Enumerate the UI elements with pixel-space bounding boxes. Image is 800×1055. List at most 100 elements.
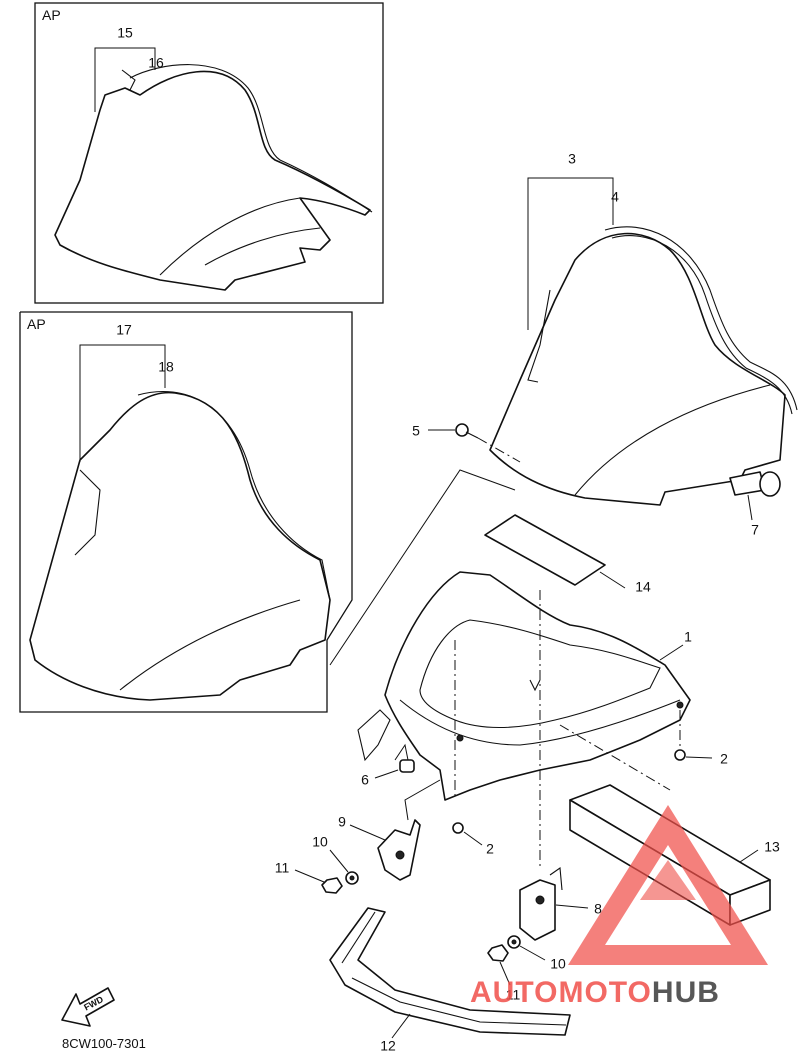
callout-3: 3 [568,151,576,167]
screw-5: 5 [412,423,521,463]
leader-12 [391,1013,411,1039]
cowl-1-hole-left [456,734,464,742]
seal-12-edge [341,911,376,964]
windshield-inset-crease [159,197,301,276]
inset-ap-windshield-17: AP 17 18 [19,311,353,713]
inset-frame-2 [19,311,353,713]
callout-18: 18 [158,359,174,375]
watermark-hub: HUB [652,976,720,1009]
cowl-1-tab [529,679,541,692]
pad-14-body [484,514,606,586]
callout-2-center: 2 [486,841,494,857]
leader-13 [739,849,759,863]
axis-to-13 [559,724,671,791]
bracket-8-tab [549,867,563,891]
callout-17: 17 [116,322,132,338]
inset-ap-windshield-15: AP 15 16 [34,2,384,304]
bracket-3 [527,177,614,330]
callout-7: 7 [751,522,759,538]
leader-2-center [463,831,483,846]
bracket-9-hole [395,850,405,860]
callout-10-left: 10 [312,834,328,850]
leader-2-right [685,756,713,759]
callout-4: 4 [611,189,619,205]
callout-16: 16 [148,55,164,71]
watermark-auto: AUTO [470,976,558,1009]
leader-9 [349,824,386,841]
windshield-inset-trim [129,64,373,213]
watermark-inner-triangle-icon [640,860,696,900]
washer-10-right: 10 [507,935,566,972]
leader-11-right [499,961,511,986]
guide-line-left [329,469,516,666]
callout-15: 15 [117,25,133,41]
nut-11-left: 11 [275,860,343,894]
leader-6 [374,769,399,779]
windshield-inset-crease-2 [204,227,321,266]
leader-14 [599,571,626,589]
diagram-code: 8CW100-7301 [62,1036,146,1051]
windshield-tall-edge [74,469,101,556]
watermark-triangle-icon [568,805,768,965]
callout-5: 5 [412,423,420,439]
cowl-1-bracket [357,709,391,762]
bracket-15 [94,47,156,112]
callout-10-right: 10 [550,956,566,972]
washer-10-left: 10 [312,834,359,885]
cowl-1-opening [419,619,661,728]
leader-10-left [329,849,349,873]
nut-7-cap [759,471,781,497]
leader-1 [659,644,684,661]
callout-1: 1 [684,629,692,645]
callout-12: 12 [380,1038,396,1054]
windshield-main-trim [604,226,798,411]
seal-12-inner [351,977,567,1026]
bracket-9: 9 [338,814,421,881]
collar-6-body [399,759,415,773]
cowl-1-hole-right [676,701,684,709]
windshield-main-part [489,232,786,506]
windshield-main-crease [574,384,771,496]
bracket-8-body [519,879,556,941]
callout-13: 13 [764,839,780,855]
watermark-text: AUTOMOTOHUB [470,976,720,1009]
callout-11-left: 11 [275,860,290,876]
windshield-tall-crease [119,599,301,691]
windshield-inset-tab [121,69,136,91]
leader-7 [747,494,753,521]
windshield-inset-part [54,70,371,291]
callout-2-right: 2 [720,751,728,767]
bracket-8-hole [535,895,545,905]
seal-12: 12 [329,907,571,1054]
callout-9: 9 [338,814,346,830]
nut-11-left-body [321,877,343,894]
screw-2-center-head [452,822,464,834]
washer-10-right-hole [511,939,517,945]
windshield-tall-trim [137,391,331,601]
callout-11-right: 11 [506,987,521,1003]
cowl-1-edge [399,699,681,746]
screw-2-center: 2 [452,822,494,857]
screw-5-head [455,423,469,437]
windshield-main-trim-inner [611,235,793,415]
bracket-9-body [377,819,421,881]
main-windshield-assembly: 3 4 [489,151,798,506]
leader-11-left [294,869,325,883]
windshield-tall-part [29,391,331,701]
windshield-main-edge [527,289,551,383]
callout-6: 6 [361,772,369,788]
nut-11-right-body [487,944,509,962]
guide-9 [404,779,441,821]
screw-2-right-head [674,749,686,761]
fwd-arrow-icon [61,987,115,1027]
nut-11-right: 11 [487,944,521,1003]
inset-frame [34,2,384,304]
watermark-automotohub: AUTOMOTOHUB [470,805,768,1009]
washer-10-left-hole [349,875,355,881]
callout-8: 8 [594,901,602,917]
screw-2-right: 2 [674,749,728,767]
inset-label: AP [42,7,61,23]
nut-7: 7 [729,471,781,538]
fwd-arrow: FWD [61,987,115,1027]
